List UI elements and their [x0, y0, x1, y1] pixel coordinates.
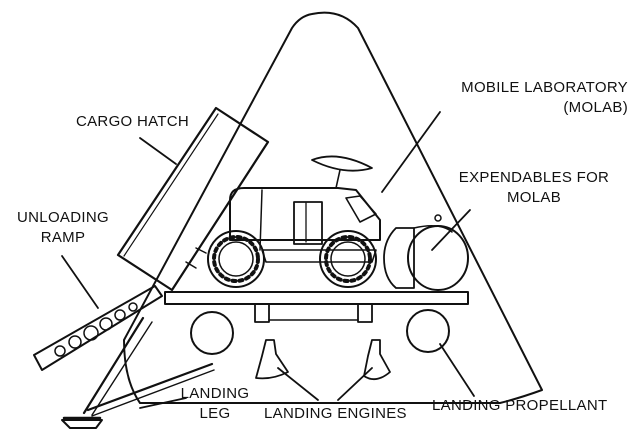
- leader-landing-engines-left: [277, 367, 319, 401]
- label-unloading-ramp-line2: RAMP: [40, 229, 86, 246]
- propellant-tank-right: [406, 309, 450, 353]
- ramp-hole-5: [114, 309, 126, 321]
- unloading-ramp: [33, 285, 163, 371]
- label-unloading-ramp: UNLOADING RAMP: [4, 208, 122, 248]
- ramp-hole-4: [99, 317, 113, 331]
- molab-windshield: [345, 195, 377, 223]
- ramp-hole-1: [54, 345, 66, 357]
- label-cargo-hatch: CARGO HATCH: [76, 112, 189, 132]
- leader-cargo-hatch: [139, 137, 177, 165]
- label-landing-propellant: LANDING PROPELLANT: [432, 396, 607, 416]
- label-expendables: EXPENDABLES FOR MOLAB: [448, 168, 620, 208]
- leader-landing-leg: [139, 397, 187, 409]
- label-mobile-laboratory-line1: MOBILE LABORATORY: [461, 79, 628, 96]
- molab-vehicle: [207, 155, 381, 288]
- propellant-tank-left: [190, 311, 234, 355]
- label-landing-leg-line2: LEG: [199, 405, 231, 422]
- label-expendables-line1: EXPENDABLES FOR: [458, 169, 610, 186]
- ramp-hole-2: [68, 335, 82, 349]
- leader-unloading-ramp: [61, 255, 99, 309]
- landing-engine-left: [255, 339, 289, 380]
- ramp-hole-3: [83, 325, 99, 341]
- label-landing-propellant-text: LANDING PROPELLANT: [432, 397, 608, 414]
- landing-engine-right: [363, 339, 391, 381]
- cargo-deck: [164, 291, 469, 305]
- label-mobile-laboratory: MOBILE LABORATORY (MOLAB): [424, 78, 628, 118]
- label-unloading-ramp-line1: UNLOADING: [17, 209, 109, 226]
- label-mobile-laboratory-line2: (MOLAB): [563, 99, 628, 116]
- molab-antenna: [311, 155, 373, 172]
- label-landing-leg: LANDING LEG: [170, 384, 260, 424]
- deck-support-left: [254, 303, 270, 323]
- molab-wheel-front: [319, 230, 377, 288]
- leader-molab: [381, 111, 441, 193]
- label-landing-engines-text: LANDING ENGINES: [264, 405, 407, 422]
- landing-pad: [61, 419, 103, 429]
- label-landing-leg-line1: LANDING: [180, 385, 250, 402]
- ramp-hole-6: [128, 302, 138, 312]
- label-landing-engines: LANDING ENGINES: [264, 404, 407, 424]
- molab-door: [293, 201, 323, 245]
- lander-hull: [123, 11, 543, 404]
- leader-expendables: [431, 209, 471, 251]
- label-cargo-hatch-text: CARGO HATCH: [76, 113, 190, 130]
- molab-wheel-rear: [207, 230, 265, 288]
- landing-leg: [61, 316, 215, 429]
- leader-landing-engines-right: [337, 367, 373, 401]
- leader-landing-propellant: [439, 343, 475, 397]
- label-expendables-line2: MOLAB: [506, 189, 561, 206]
- cargo-hatch: [116, 106, 270, 292]
- deck-support-right: [357, 303, 373, 323]
